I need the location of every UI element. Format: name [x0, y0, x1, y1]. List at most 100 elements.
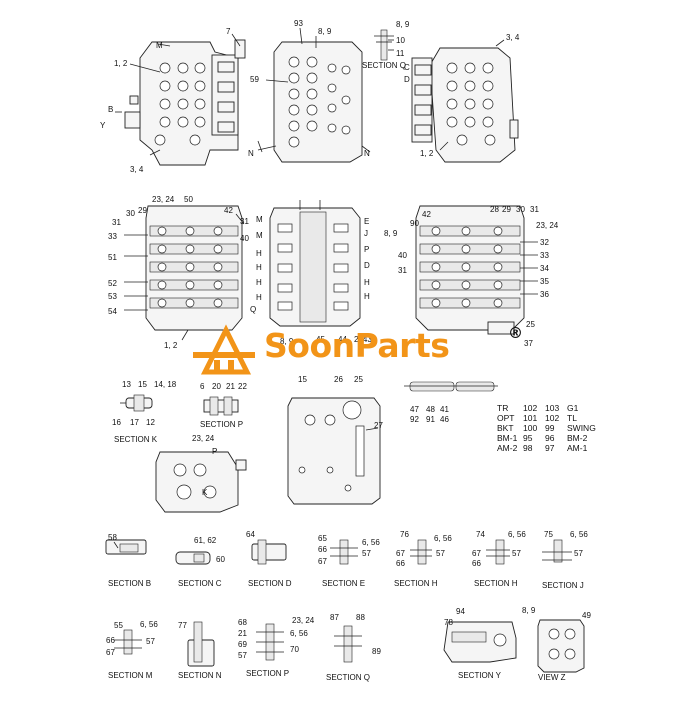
callout-label: 7: [226, 27, 231, 36]
callout-label: 1, 2: [114, 59, 128, 68]
callout-label: 42: [224, 206, 233, 215]
section-q-drawing: [334, 625, 362, 663]
section-title: SECTION P: [200, 420, 243, 429]
legend-cell: TL: [567, 413, 577, 423]
section-c-drawing: [175, 551, 211, 565]
callout-label: 23, 24: [536, 221, 559, 230]
section-title: SECTION M: [108, 671, 153, 680]
legend-cell: 102: [545, 413, 560, 423]
callout-label: N: [364, 149, 370, 158]
callout-label: 23, 24: [292, 616, 315, 625]
callout-label: 59: [250, 75, 259, 84]
valve-center-section: [269, 200, 361, 327]
callout-label: 11: [396, 49, 405, 58]
callout-label: 89: [372, 647, 381, 656]
cover-plate: [287, 397, 381, 505]
callout-label: 57: [238, 651, 247, 660]
callout-label: 1, 2: [420, 149, 434, 158]
callout-label: 53: [108, 292, 117, 301]
callout-label: 8, 9: [396, 20, 410, 29]
callout-label: 88: [356, 613, 365, 622]
callout-label: P: [364, 245, 369, 254]
callout-label: M: [156, 41, 163, 50]
callout-label: 8, 9: [280, 337, 294, 346]
callout-label: 6: [200, 382, 205, 391]
callout-label: 57: [436, 549, 445, 558]
brand-logo-mark: [193, 324, 255, 375]
callout-label: 47: [410, 405, 419, 414]
callout-label: 6, 56: [570, 530, 588, 539]
callout-label: 92: [410, 415, 419, 424]
callout-label: Y: [100, 121, 106, 130]
callout-label: 68: [238, 618, 247, 627]
callout-label: 78: [444, 618, 453, 627]
valve-block-k: [155, 451, 247, 513]
legend-row: OPT 101 102 TL: [497, 413, 607, 423]
legend-row: BM-1 95 96 BM-2: [497, 433, 607, 443]
callout-label: K: [202, 488, 208, 497]
callout-label: 30: [516, 205, 525, 214]
callout-label: 66: [318, 545, 327, 554]
callout-label: B: [108, 105, 113, 114]
legend-cell: 95: [523, 433, 533, 443]
callout-label: 6, 56: [434, 534, 452, 543]
callout-label: 52: [108, 279, 117, 288]
callout-label: 57: [574, 549, 583, 558]
callout-label: 40: [240, 234, 249, 243]
section-title: SECTION P: [246, 669, 289, 678]
legend-cell: AM-2: [497, 443, 518, 453]
callout-labels: 7 1, 2 M B Y 3, 4 93 8, 9 59 N N 8, 9 10…: [100, 19, 591, 682]
legend-cell: SWING: [567, 423, 596, 433]
legend-row: AM-2 98 97 AM-1: [497, 443, 607, 453]
section-title: SECTION H: [474, 579, 518, 588]
callout-label: 20: [212, 382, 221, 391]
section-n-drawing: [187, 621, 215, 667]
callout-label: 8, 9: [318, 27, 332, 36]
callout-label: 3, 4: [506, 33, 520, 42]
callout-label: 41: [440, 405, 449, 414]
callout-label: 15: [138, 380, 147, 389]
valve-front-view: [115, 33, 263, 166]
callout-label: 31: [530, 205, 539, 214]
callout-label: 57: [362, 549, 371, 558]
callout-label: 16: [112, 418, 121, 427]
callout-label: 57: [512, 549, 521, 558]
section-d-drawing: [251, 539, 287, 565]
section-j-drawing: [542, 539, 572, 563]
callout-label: 2, 43: [354, 335, 372, 344]
callout-label: 14, 18: [154, 380, 177, 389]
callout-label: H: [256, 249, 262, 258]
callout-label: H: [256, 293, 262, 302]
callout-label: 65: [318, 534, 327, 543]
callout-label: 61, 62: [194, 536, 217, 545]
legend-cell: 102: [523, 403, 538, 413]
callout-label: Q: [250, 305, 256, 314]
callout-label: 93: [294, 19, 303, 28]
callout-label: 31: [112, 218, 121, 227]
callout-label: 12: [146, 418, 155, 427]
legend-cell: BM-2: [567, 433, 588, 443]
legend-row: BKT 100 99 SWING: [497, 423, 607, 433]
valve-top-view: [257, 27, 371, 163]
callout-label: H: [364, 292, 370, 301]
callout-label: M: [256, 231, 263, 240]
callout-label: 28: [490, 205, 499, 214]
callout-label: H: [364, 278, 370, 287]
callout-label: C: [404, 63, 410, 72]
section-title: VIEW Z: [538, 673, 566, 682]
callout-label: 8, 9: [384, 229, 398, 238]
legend-cell: G1: [567, 403, 579, 413]
callout-label: 25: [354, 375, 363, 384]
callout-label: 75: [544, 530, 553, 539]
callout-label: 44: [338, 335, 347, 344]
callout-label: 55: [114, 621, 123, 630]
callout-label: H: [256, 263, 262, 272]
legend-cell: 103: [545, 403, 560, 413]
callout-label: 57: [146, 637, 155, 646]
callout-label: 8, 9: [522, 606, 536, 615]
callout-label: 70: [290, 645, 299, 654]
callout-label: 94: [456, 607, 465, 616]
section-title: SECTION Y: [458, 671, 502, 680]
section-title: SECTION B: [108, 579, 151, 588]
